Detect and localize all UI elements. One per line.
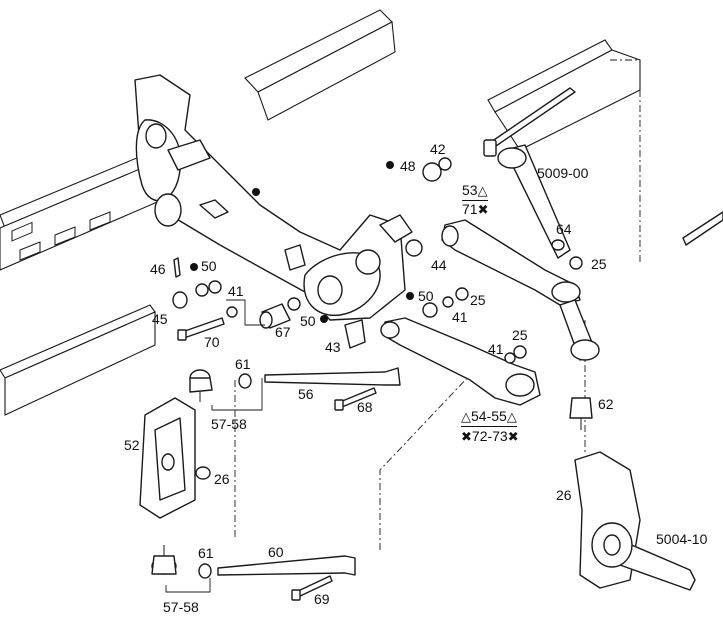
label-46: 46	[150, 261, 166, 277]
chassis-rail-top	[244, 9, 396, 121]
marker-dot	[190, 263, 198, 271]
label-71: 71✖	[462, 202, 488, 216]
label-64: 64	[556, 221, 572, 237]
marker-dot	[252, 188, 260, 196]
label-50-left: 50	[201, 258, 217, 274]
triangle-symbol: △	[461, 409, 471, 424]
label-5004-10: 5004-10	[656, 531, 708, 547]
label-60: 60	[268, 544, 284, 560]
label-41-lower: 41	[488, 341, 504, 357]
bolt-69	[291, 575, 333, 601]
label-48: 48	[400, 158, 416, 174]
label-26-left: 26	[214, 471, 230, 487]
cross-symbol: ✖	[507, 429, 519, 444]
label-52: 52	[124, 437, 140, 453]
triangle-symbol: △	[477, 183, 488, 198]
bolt-70	[177, 317, 225, 341]
bushing-67	[259, 303, 291, 329]
bracket-52	[139, 397, 196, 519]
ball-joint-lower	[151, 545, 177, 575]
label-53: 53△	[462, 182, 488, 201]
leader-lines	[165, 299, 265, 593]
label-61-upper: 61	[235, 356, 251, 372]
label-53-number: 53	[462, 182, 478, 198]
label-45: 45	[152, 311, 168, 327]
lower-control-arm	[380, 317, 541, 406]
ball-joint-62	[569, 397, 593, 430]
cross-symbol: ✖	[461, 429, 472, 444]
marker-dot	[406, 292, 414, 300]
centerline-right	[610, 59, 641, 262]
label-62: 62	[598, 396, 614, 412]
centerline-lower	[379, 374, 471, 550]
stud-right	[682, 211, 723, 246]
label-54-55-number: 54-55	[471, 408, 507, 424]
bolt-68	[334, 387, 377, 411]
label-5009-00: 5009-00	[537, 165, 589, 181]
cross-symbol: ✖	[477, 202, 489, 217]
label-50-right: 50	[418, 288, 434, 304]
nuts-washers	[172, 157, 595, 579]
rod-60	[217, 555, 356, 576]
label-54-55: △54-55△	[461, 408, 517, 427]
label-56: 56	[298, 386, 314, 402]
chassis-rail-right	[487, 39, 641, 151]
label-44: 44	[431, 257, 447, 273]
steering-knuckle	[574, 451, 696, 591]
label-71-number: 71	[462, 201, 478, 217]
label-61-lower: 61	[198, 545, 214, 561]
label-26-right: 26	[556, 487, 572, 503]
label-50-middle: 50	[300, 313, 316, 329]
bump-stop-43	[344, 319, 366, 349]
crossmember	[134, 74, 413, 321]
chassis-rail-left-lower	[0, 304, 156, 416]
label-25-upper: 25	[591, 256, 607, 272]
ball-joint-upper	[189, 369, 213, 402]
label-68: 68	[357, 399, 373, 415]
marker-dot	[386, 161, 394, 169]
label-69: 69	[314, 591, 330, 607]
label-43: 43	[325, 339, 341, 355]
label-57-58-lower: 57-58	[163, 599, 199, 615]
shock-absorber	[483, 87, 600, 361]
label-67: 67	[275, 324, 291, 340]
label-42: 42	[430, 141, 446, 157]
label-41-right: 41	[452, 309, 468, 325]
triangle-symbol: △	[506, 409, 517, 424]
label-25-lower: 25	[512, 327, 528, 343]
label-72-73: ✖72-73✖	[461, 429, 519, 443]
label-57-58-upper: 57-58	[211, 416, 247, 432]
rod-56	[264, 367, 401, 386]
label-72-73-number: 72-73	[471, 428, 508, 444]
label-70: 70	[204, 334, 220, 350]
label-41-left: 41	[228, 283, 244, 299]
label-25-middle: 25	[470, 292, 486, 308]
marker-dot	[320, 315, 328, 323]
